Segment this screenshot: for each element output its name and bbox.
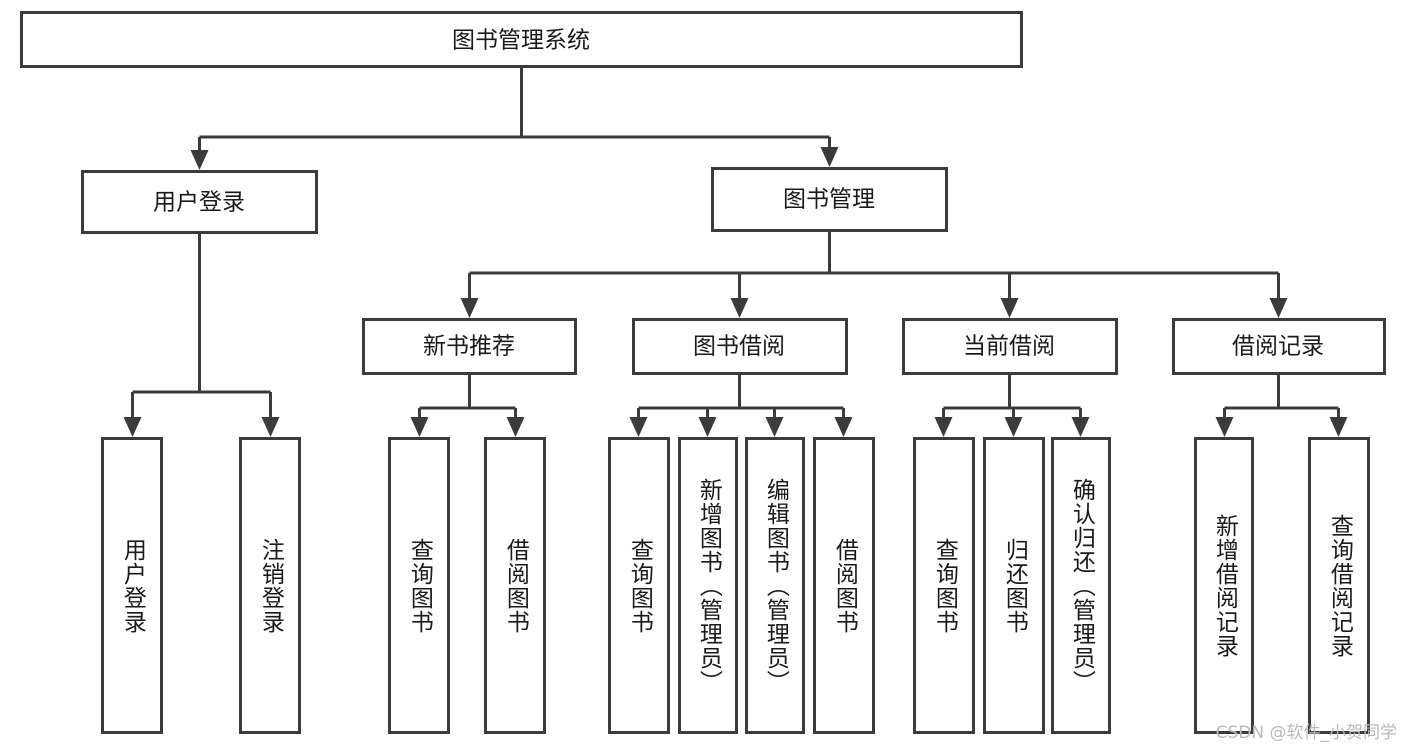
node-current-borrow-box[interactable] bbox=[902, 318, 1118, 375]
arrowhead-bb-to-leaf3 bbox=[765, 417, 784, 437]
connector-group-userlogin bbox=[123, 234, 280, 437]
arrowhead-bb-to-leaf4 bbox=[834, 417, 853, 437]
node-borrow-record[interactable]: 借阅记录 bbox=[1172, 318, 1386, 375]
arrowhead-cb-to-leaf3 bbox=[1071, 417, 1090, 437]
node-borrow-record-label: 借阅记录 bbox=[1232, 334, 1324, 360]
arrowhead-bb-to-leaf1 bbox=[629, 417, 648, 437]
node-user-login[interactable]: 用户登录 bbox=[81, 170, 318, 234]
leaf-box-borrow-book-2[interactable] bbox=[813, 437, 875, 734]
node-new-book-rec-box[interactable] bbox=[362, 318, 577, 375]
leaf-box-add-record[interactable] bbox=[1194, 437, 1254, 734]
leaf-box-query-book-2[interactable] bbox=[608, 437, 670, 734]
arrowhead-nb-to-leaf2 bbox=[506, 417, 525, 437]
node-book-borrow[interactable]: 图书借阅 bbox=[632, 318, 848, 375]
node-book-manage[interactable]: 图书管理 bbox=[711, 167, 948, 232]
node-book-borrow-box[interactable] bbox=[632, 318, 848, 375]
node-book-borrow-label: 图书借阅 bbox=[693, 334, 785, 360]
connector-group-bookmanage bbox=[460, 232, 1288, 318]
leaf-box-add-book[interactable] bbox=[678, 437, 738, 734]
leaf-box-query-book-1[interactable] bbox=[388, 437, 450, 734]
arrowhead-cb-to-leaf2 bbox=[1004, 417, 1023, 437]
arrowhead-bm-to-currentborrow bbox=[1000, 298, 1019, 318]
arrowhead-root-to-userlogin bbox=[190, 150, 209, 170]
leaf-box-edit-book[interactable] bbox=[745, 437, 805, 734]
arrowhead-bb-to-leaf2 bbox=[698, 417, 717, 437]
node-user-login-label: 用户登录 bbox=[153, 190, 245, 216]
leaf-box-return-book[interactable] bbox=[983, 437, 1045, 734]
node-book-manage-label: 图书管理 bbox=[783, 187, 875, 213]
connector-group-root bbox=[190, 68, 839, 170]
connector-group-currentborrow bbox=[934, 375, 1090, 437]
node-borrow-record-box[interactable] bbox=[1172, 318, 1386, 375]
arrowhead-ul-to-leaf2 bbox=[261, 417, 280, 437]
arrowhead-bm-to-bookborrow bbox=[730, 298, 749, 318]
leaf-box-user-logout[interactable] bbox=[239, 437, 301, 734]
arrowhead-ul-to-leaf1 bbox=[123, 417, 142, 437]
node-current-borrow-label: 当前借阅 bbox=[963, 334, 1055, 360]
leaf-box-user-login[interactable] bbox=[101, 437, 163, 734]
node-root-box[interactable] bbox=[20, 11, 1023, 68]
node-root[interactable]: 图书管理系统 bbox=[20, 11, 1023, 68]
arrowhead-root-to-bookmanage bbox=[820, 147, 839, 167]
arrowhead-nb-to-leaf1 bbox=[410, 417, 429, 437]
node-current-borrow[interactable]: 当前借阅 bbox=[902, 318, 1118, 375]
arrowhead-bm-to-borrowrecord bbox=[1269, 298, 1288, 318]
node-user-login-box[interactable] bbox=[81, 170, 318, 234]
leaf-box-borrow-book-1[interactable] bbox=[484, 437, 546, 734]
csdn-watermark: CSDN @软件_小贺同学 bbox=[1215, 723, 1397, 743]
connector-group-newbook bbox=[410, 375, 525, 437]
node-book-manage-box[interactable] bbox=[711, 167, 948, 232]
node-root-label: 图书管理系统 bbox=[452, 28, 590, 54]
arrowhead-cb-to-leaf1 bbox=[934, 417, 953, 437]
connector-group-borrowrecord bbox=[1215, 375, 1348, 437]
leaf-box-confirm-return[interactable] bbox=[1051, 437, 1111, 734]
leaf-box-query-book-3[interactable] bbox=[913, 437, 975, 734]
connector-group-bookborrow bbox=[629, 375, 853, 437]
arrowhead-bm-to-newbook bbox=[460, 298, 479, 318]
node-new-book-rec-label: 新书推荐 bbox=[423, 334, 515, 360]
arrowhead-br-to-leaf2 bbox=[1329, 417, 1348, 437]
arrowhead-br-to-leaf1 bbox=[1215, 417, 1234, 437]
leaf-box-query-record[interactable] bbox=[1308, 437, 1370, 734]
node-new-book-rec[interactable]: 新书推荐 bbox=[362, 318, 577, 375]
